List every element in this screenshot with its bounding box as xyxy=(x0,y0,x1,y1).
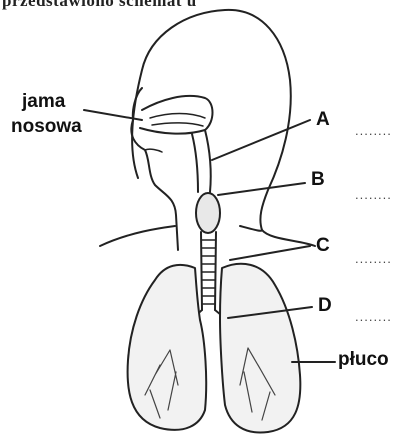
pharynx xyxy=(205,130,211,192)
label-C: C xyxy=(316,236,330,256)
larynx xyxy=(196,193,220,233)
leader-line-B xyxy=(218,183,305,195)
head-outline xyxy=(132,10,315,246)
answer-blank-D[interactable]: ........ xyxy=(355,309,392,324)
label-A: A xyxy=(316,110,330,130)
shoulder-left xyxy=(100,226,175,246)
label-nosowa: nosowa xyxy=(11,117,82,137)
shoulder-right xyxy=(240,226,262,231)
label-D: D xyxy=(318,296,332,316)
right-lung xyxy=(220,264,300,433)
nasal-cavity-shape xyxy=(140,96,213,134)
label-lung: płuco xyxy=(338,350,389,370)
label-jama: jama xyxy=(22,92,65,112)
left-lung xyxy=(128,265,207,430)
leader-line-A xyxy=(212,120,310,160)
answer-blank-A[interactable]: ........ xyxy=(355,123,392,138)
answer-blank-C[interactable]: ........ xyxy=(355,251,392,266)
label-B: B xyxy=(311,170,325,190)
answer-blank-B[interactable]: ........ xyxy=(355,187,392,202)
leader-line-C xyxy=(230,246,310,260)
trachea xyxy=(201,232,216,310)
